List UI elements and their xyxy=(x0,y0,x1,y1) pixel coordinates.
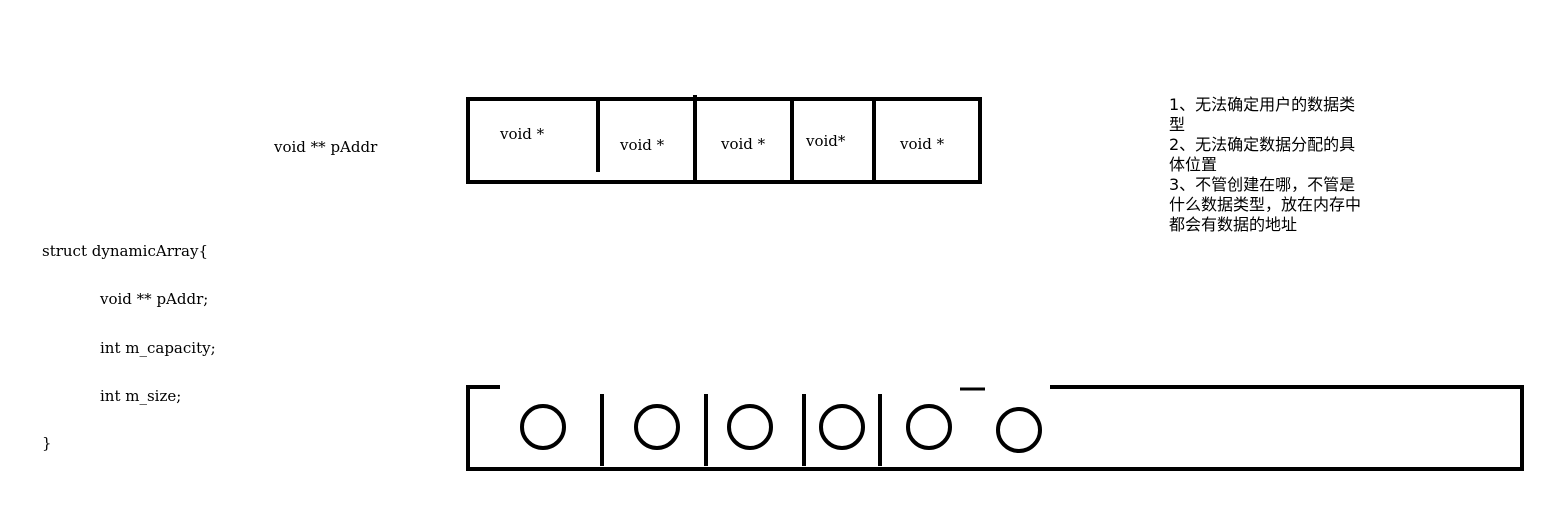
top-array: void * void * void * void* void * xyxy=(466,95,982,184)
memory-slot-circle xyxy=(520,404,566,450)
memory-slot-circle xyxy=(819,404,865,450)
memory-slot-circle xyxy=(727,404,773,450)
top-array-cell: void * xyxy=(899,135,945,153)
note-item: 2、无法确定数据分配的具体位置 xyxy=(1169,135,1356,174)
struct-line-2: void ** pAddr; xyxy=(100,290,209,308)
memory-slot-circle xyxy=(996,407,1042,453)
note-item: 1、无法确定用户的数据类型 xyxy=(1169,95,1356,134)
top-array-border xyxy=(466,97,982,184)
top-array-cell: void * xyxy=(720,135,766,153)
struct-line-1: struct dynamicArray{ xyxy=(42,242,208,260)
struct-line-3: int m_capacity; xyxy=(100,339,216,357)
top-array-cell: void * xyxy=(619,136,665,154)
memory-slot-circle xyxy=(634,404,680,450)
pointer-label: void ** pAddr xyxy=(274,138,378,156)
top-array-cell: void * xyxy=(499,125,545,143)
memory-slot-circle xyxy=(906,404,952,450)
struct-line-5: } xyxy=(42,434,52,452)
top-array-cell: void* xyxy=(805,132,846,150)
note-item: 3、不管创建在哪，不管是什么数据类型，放在内存中都会有数据的地址 xyxy=(1169,175,1362,234)
bottom-array xyxy=(466,385,1524,471)
struct-line-4: int m_size; xyxy=(100,387,182,405)
notes-block: 1、无法确定用户的数据类型 2、无法确定数据分配的具体位置 3、不管创建在哪，不… xyxy=(1169,95,1369,235)
